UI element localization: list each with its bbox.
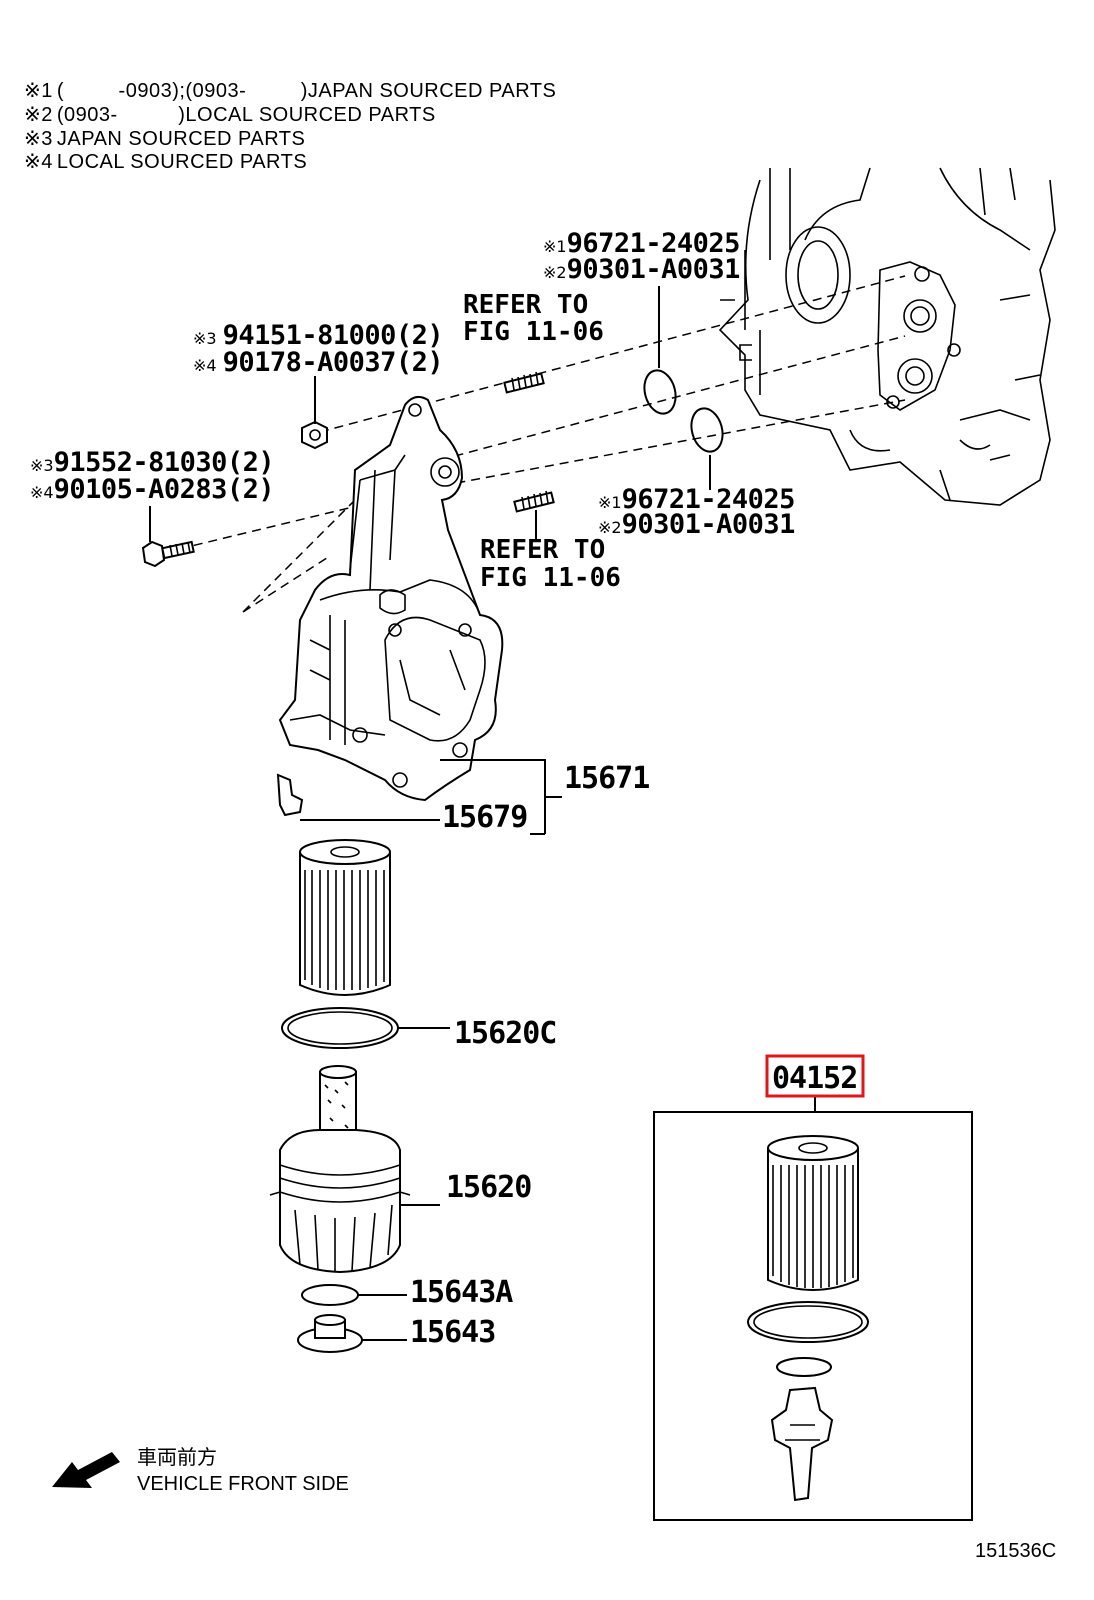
o-ring-lower xyxy=(690,407,724,453)
refer-lower-line1: REFER TO xyxy=(480,535,605,565)
drain-gasket xyxy=(301,1284,359,1306)
direction-en: VEHICLE FRONT SIDE xyxy=(137,1473,349,1495)
callout-filter-gasket: 15620C xyxy=(454,1016,556,1051)
front-arrow-icon xyxy=(52,1452,120,1488)
callout-bolt-2: ※490105-A0283(2) xyxy=(30,474,274,505)
leader-lines xyxy=(149,286,711,1341)
callout-clip: 15679 xyxy=(442,800,527,835)
drain-plug xyxy=(297,1314,363,1353)
vehicle-front-indicator: 車両前方 VEHICLE FRONT SIDE xyxy=(52,1446,349,1495)
o-ring-upper xyxy=(643,369,677,415)
stud-upper xyxy=(503,371,545,394)
callout-drain-gasket: 15643A xyxy=(410,1275,513,1310)
direction-jp: 車両前方 xyxy=(137,1446,217,1469)
kit-box xyxy=(653,1096,973,1521)
callout-oring-upper-2: ※290301-A0031 xyxy=(543,254,740,285)
callout-housing: 15671 xyxy=(564,761,649,796)
callout-oring-lower-1: ※196721-24025 xyxy=(598,484,795,515)
callout-kit: 04152 xyxy=(772,1061,857,1096)
note-1: ※1( -0903);(0903- )JAPAN SOURCED PARTS xyxy=(24,80,556,102)
callout-oring-upper-1: ※196721-24025 xyxy=(543,228,740,259)
callout-bolt-1: ※391552-81030(2) xyxy=(30,447,274,478)
engine-block-illustration xyxy=(718,167,1056,506)
refer-upper-line2: FIG 11-06 xyxy=(463,317,604,347)
stud-lower xyxy=(513,490,555,513)
filter-cap xyxy=(269,1065,411,1274)
refer-lower-line2: FIG 11-06 xyxy=(480,563,621,593)
figure-id: 151536C xyxy=(975,1540,1056,1562)
filter-element xyxy=(299,839,391,996)
kit-highlight-box xyxy=(765,1054,865,1098)
kit-callout[interactable]: 04152 xyxy=(765,1054,865,1098)
nut xyxy=(301,420,328,450)
refer-upper-line1: REFER TO xyxy=(463,290,588,320)
clip xyxy=(276,773,304,817)
oil-filter-housing xyxy=(278,395,504,802)
filter-gasket xyxy=(281,1007,399,1049)
notes-block: ※1( -0903);(0903- )JAPAN SOURCED PARTS ※… xyxy=(24,80,556,173)
note-2: ※2(0903- )LOCAL SOURCED PARTS xyxy=(24,104,436,126)
callout-filter-cap: 15620 xyxy=(446,1170,531,1205)
callout-drain-plug: 15643 xyxy=(410,1315,495,1350)
callout-oring-lower-2: ※290301-A0031 xyxy=(598,509,795,540)
bolt xyxy=(141,540,195,568)
